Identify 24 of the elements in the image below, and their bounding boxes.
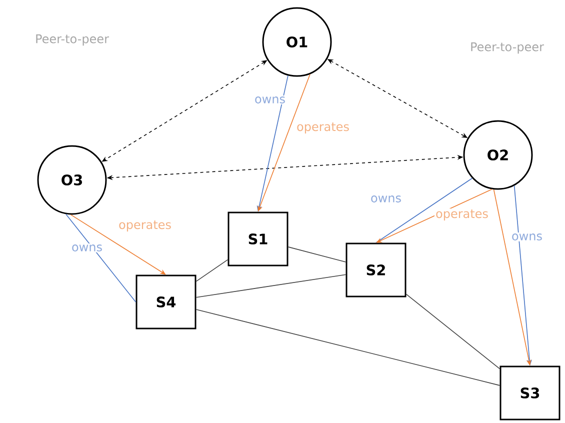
connector-line — [376, 178, 473, 244]
edge-label: operates — [434, 208, 490, 222]
annotation-text: Peer-to-peer — [471, 42, 544, 54]
circle-node: O2 — [463, 120, 533, 190]
square-node: S2 — [346, 242, 406, 298]
square-node: S4 — [136, 274, 196, 330]
connector-line — [66, 214, 136, 302]
connector-line — [196, 259, 228, 282]
edge-label: operates — [118, 220, 172, 232]
square-node: S3 — [500, 366, 560, 420]
annotation-text: Peer-to-peer — [36, 34, 109, 46]
circle-node: O3 — [37, 145, 107, 215]
arrow — [70, 214, 166, 275]
edge-label: owns — [370, 194, 402, 204]
edge-label: operates — [296, 122, 350, 134]
circle-node: O1 — [262, 7, 332, 77]
edge-label: owns — [510, 232, 544, 242]
connector-line — [288, 246, 346, 262]
edge-label: owns — [254, 96, 286, 104]
square-node: S1 — [228, 212, 288, 266]
edge-label: owns — [70, 244, 104, 252]
connector-line — [196, 274, 346, 298]
connector-line — [196, 309, 500, 386]
connector-line — [406, 294, 500, 370]
